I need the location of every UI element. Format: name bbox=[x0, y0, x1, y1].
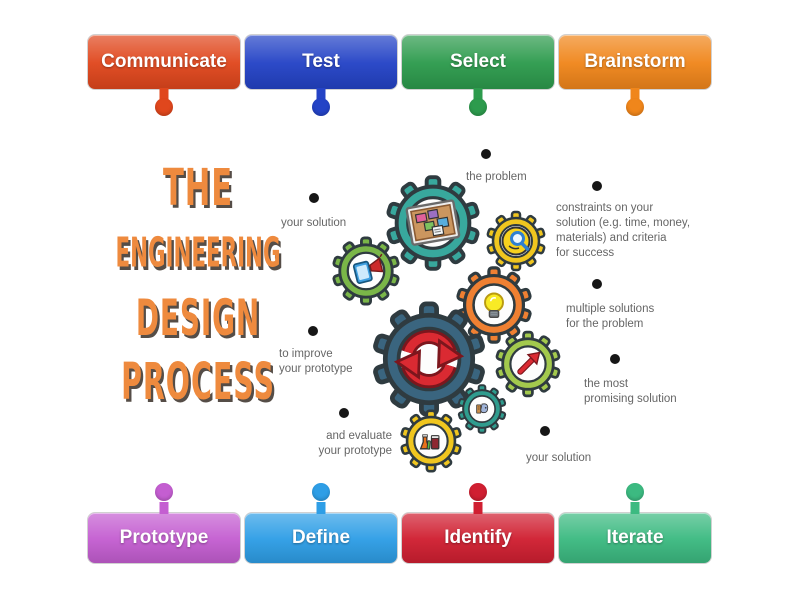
caption-to-improve: to improve your prototype bbox=[279, 348, 353, 375]
draggable-label-identify[interactable]: Identify bbox=[402, 483, 554, 563]
caption-the-problem: the problem bbox=[466, 171, 527, 183]
draggable-label-prototype[interactable]: Prototype bbox=[88, 483, 240, 563]
connector-knob bbox=[155, 98, 173, 116]
label-text: Prototype bbox=[119, 527, 209, 548]
connector-knob bbox=[626, 98, 644, 116]
connector-knob bbox=[469, 98, 487, 116]
connector-stem bbox=[159, 502, 169, 514]
draggable-label-select[interactable]: Select bbox=[402, 35, 554, 116]
connector-stem bbox=[473, 502, 483, 514]
label-text: Select bbox=[450, 51, 506, 72]
title-line: DESIGN bbox=[135, 290, 261, 348]
drop-target-constraints[interactable] bbox=[592, 181, 602, 191]
drop-target-multiple-solutions[interactable] bbox=[592, 279, 602, 289]
connector-stem bbox=[159, 88, 169, 100]
cycle-arrows-icon bbox=[393, 329, 465, 389]
draggable-label-iterate[interactable]: Iterate bbox=[559, 483, 711, 563]
label-text: Communicate bbox=[101, 51, 227, 72]
draggable-label-brainstorm[interactable]: Brainstorm bbox=[559, 35, 711, 116]
books-icon bbox=[476, 403, 489, 414]
planning-board-icon bbox=[405, 199, 461, 246]
caption-most-promising: the most promising solution bbox=[584, 378, 677, 405]
connector-stem bbox=[316, 88, 326, 100]
label-text: Brainstorm bbox=[584, 51, 686, 72]
tablet-megaphone-icon bbox=[352, 253, 384, 284]
title-line: THE bbox=[162, 158, 234, 219]
label-text: Test bbox=[302, 51, 340, 72]
label-text: Identify bbox=[444, 527, 512, 548]
caption-your-solution-top: your solution bbox=[281, 217, 347, 229]
connector-knob bbox=[469, 483, 487, 501]
connector-knob bbox=[626, 483, 644, 501]
connector-knob bbox=[155, 483, 173, 501]
connector-stem bbox=[630, 502, 640, 514]
draggable-label-define[interactable]: Define bbox=[245, 483, 397, 563]
caption-and-evaluate: and evaluate your prototype bbox=[318, 430, 392, 457]
gears-illustration bbox=[331, 175, 562, 473]
title-line: PROCESS bbox=[121, 352, 275, 413]
drop-target-and-evaluate[interactable] bbox=[339, 408, 349, 418]
caption-multiple-solutions: multiple solutions for the problem bbox=[566, 303, 655, 330]
magnifier-icon bbox=[501, 226, 531, 256]
drop-target-most-promising[interactable] bbox=[610, 354, 620, 364]
draggable-label-communicate[interactable]: Communicate bbox=[88, 35, 240, 116]
connector-knob bbox=[312, 483, 330, 501]
drop-target-to-improve[interactable] bbox=[308, 326, 318, 336]
drop-target-your-solution-bottom[interactable] bbox=[540, 426, 550, 436]
connector-stem bbox=[630, 88, 640, 100]
label-text: Define bbox=[291, 527, 351, 548]
caption-your-solution-bottom: your solution bbox=[526, 452, 592, 464]
drop-target-your-solution-top[interactable] bbox=[309, 193, 319, 203]
connector-stem bbox=[473, 88, 483, 100]
connector-knob bbox=[312, 98, 330, 116]
flasks-icon bbox=[419, 434, 440, 450]
title-line: ENGINEERING bbox=[115, 230, 281, 278]
drop-target-the-problem[interactable] bbox=[481, 149, 491, 159]
lightbulb-icon bbox=[484, 292, 504, 318]
draggable-label-test[interactable]: Test bbox=[245, 35, 397, 116]
arrow-icon bbox=[517, 351, 541, 375]
caption-constraints: constraints on your solution (e.g. time,… bbox=[556, 202, 691, 259]
connector-stem bbox=[316, 502, 326, 514]
label-text: Iterate bbox=[606, 527, 664, 548]
